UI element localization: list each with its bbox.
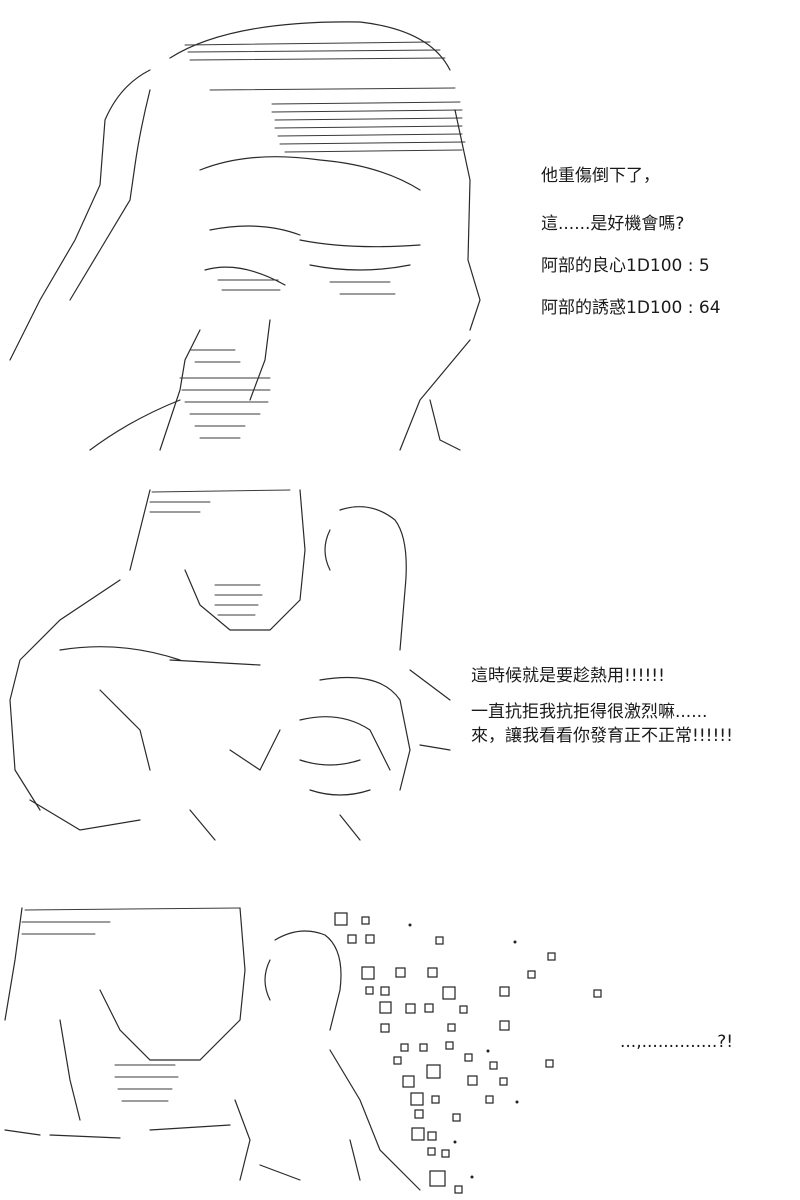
exclamation-line: ...,..............?! <box>620 1032 734 1052</box>
comic-panel-3: ...,..............?! <box>0 880 800 1200</box>
comic-panel-2: 這時候就是要趁熱用!!!!!! 一直抗拒我抗拒得很激烈嘛...... 來，讓我看… <box>0 470 800 850</box>
dialogue-line: 這時候就是要趁熱用!!!!!! <box>471 666 665 686</box>
panel-2-dialogue: 這時候就是要趁熱用!!!!!! 一直抗拒我抗拒得很激烈嘛...... 來，讓我看… <box>471 666 733 750</box>
comic-panel-1: 他重傷倒下了， 這......是好機會嗎? 阿部的良心1D100 : 5 阿部的… <box>0 0 800 460</box>
ascii-art-man-dissolving <box>4 907 602 1194</box>
ascii-art-figure-holding-head <box>9 21 481 451</box>
dialogue-line: 一直抗拒我抗拒得很激烈嘛...... <box>471 702 708 722</box>
panel-1-narration: 他重傷倒下了， 這......是好機會嗎? 阿部的良心1D100 : 5 阿部的… <box>541 166 721 346</box>
panel-3-exclamation: ...,..............?! <box>620 1032 733 1052</box>
narration-line: 阿部的良心1D100 : 5 <box>541 256 710 276</box>
dialogue-line: 來，讓我看看你發育正不正常!!!!!! <box>471 726 733 746</box>
ascii-art-muscular-man <box>9 489 451 841</box>
line-spacer <box>471 690 733 702</box>
narration-line: 他重傷倒下了， <box>541 166 660 186</box>
narration-line: 阿部的誘惑1D100 : 64 <box>541 298 721 318</box>
narration-line: 這......是好機會嗎? <box>541 214 685 234</box>
